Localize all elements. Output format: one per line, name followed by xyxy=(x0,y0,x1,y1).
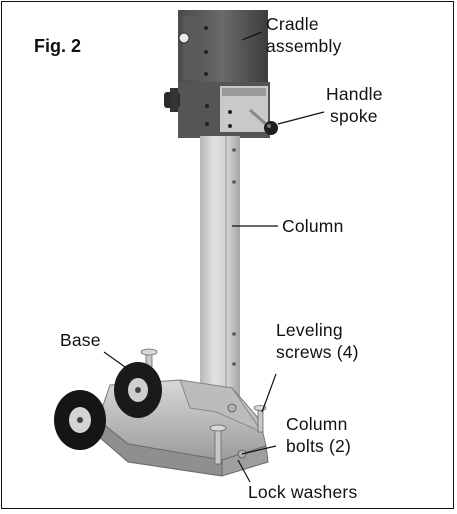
handle-label-line1: Handle xyxy=(326,84,383,104)
leveling-label-line1: Leveling xyxy=(276,320,343,340)
cradle-assembly xyxy=(164,10,270,138)
handle-spoke xyxy=(249,108,278,135)
leader-washers xyxy=(237,459,251,483)
leader-cradle xyxy=(241,31,263,41)
handle-label-line2: spoke xyxy=(330,106,378,126)
cradle-label-line2: assembly xyxy=(266,36,342,56)
leveling-label-line2: screws (4) xyxy=(276,342,359,362)
column-label: Column xyxy=(282,216,344,236)
lock-washers-label: Lock washers xyxy=(248,482,358,502)
leader-handle xyxy=(277,111,325,125)
leader-leveling xyxy=(261,373,277,413)
wheels xyxy=(54,362,162,450)
leader-bolts xyxy=(241,445,277,455)
leader-base xyxy=(103,351,133,373)
cradle-label-line1: Cradle xyxy=(266,14,319,34)
base-label: Base xyxy=(60,330,101,350)
leader-lines xyxy=(103,31,325,483)
column-bolts-label-line2: bolts (2) xyxy=(286,436,352,456)
column-bolts-label-line1: Column xyxy=(286,414,348,434)
figure-border xyxy=(1,1,454,509)
figure-label: Fig. 2 xyxy=(34,36,82,56)
